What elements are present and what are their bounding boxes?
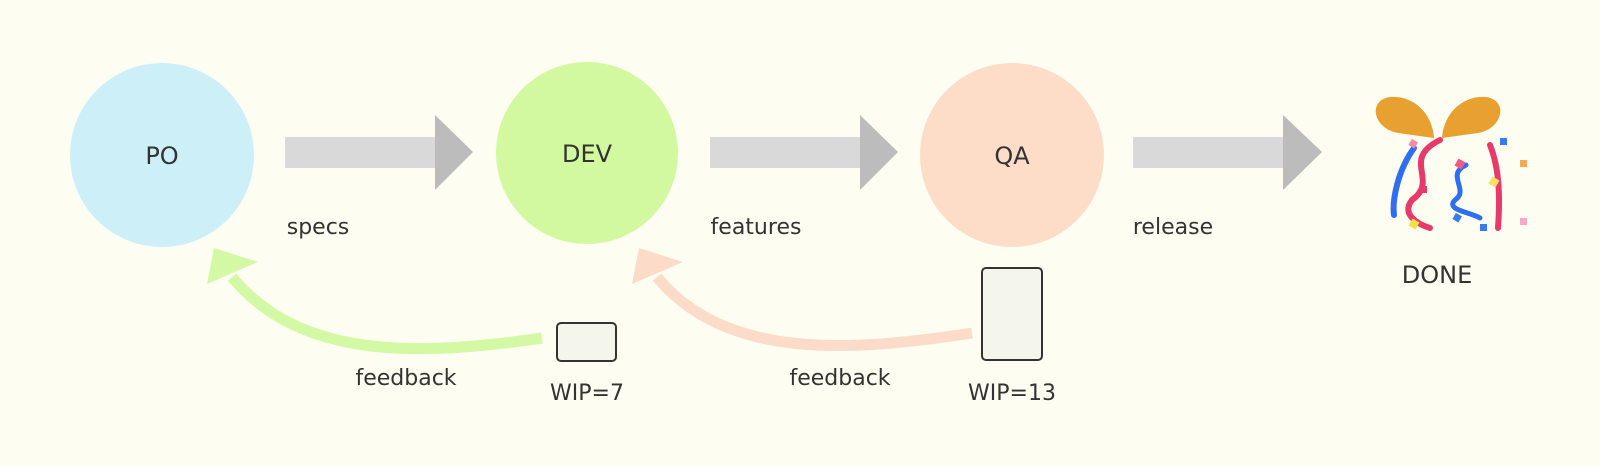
party-popper-icon (1375, 96, 1527, 231)
feedback-arrow-dev-to-po: feedback (207, 248, 543, 391)
wip-label: WIP=13 (968, 381, 1056, 406)
wip-queue-dev: WIP=7 (550, 322, 624, 406)
wip-label: WIP=7 (550, 381, 624, 406)
node-po-label: PO (145, 142, 178, 170)
node-qa: QA (920, 63, 1104, 247)
node-done-label: DONE (1402, 261, 1473, 289)
flow-label-specs: specs (287, 215, 350, 240)
feedback-arrow-qa-to-dev: feedback (632, 248, 973, 391)
flow-arrow-specs: specs (285, 115, 473, 240)
node-qa-label: QA (994, 142, 1030, 170)
feedback-label: feedback (355, 366, 456, 391)
flow-label-features: features (711, 215, 802, 240)
node-dev: DEV (496, 62, 678, 244)
flow-arrow-features: features (710, 115, 898, 240)
node-po: PO (70, 63, 254, 247)
flow-label-release: release (1133, 215, 1213, 240)
node-dev-label: DEV (562, 140, 613, 168)
feedback-label: feedback (789, 366, 890, 391)
wip-queue-qa: WIP=13 (968, 267, 1056, 406)
flow-arrow-release: release (1133, 115, 1322, 240)
